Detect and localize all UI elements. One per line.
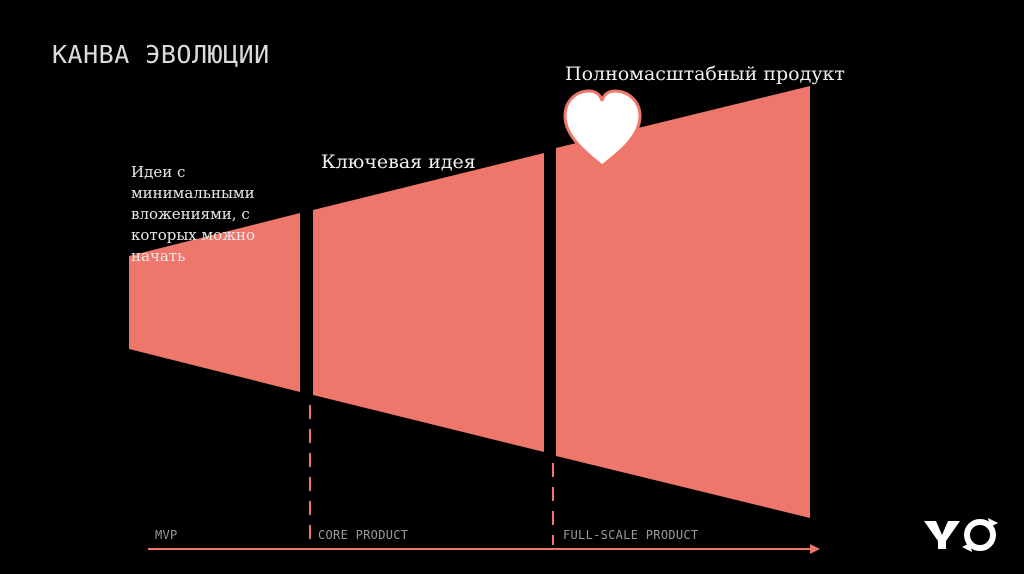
stage-shape-mvp (129, 213, 300, 392)
logo-icon (924, 518, 998, 552)
stage-shape-full (556, 86, 810, 518)
axis-label-full: FULL-SCALE PRODUCT (563, 528, 699, 542)
timeline-arrowhead (810, 544, 820, 554)
stage-label-core: Ключевая идея (321, 151, 476, 173)
stage-shape-core (313, 153, 544, 452)
axis-label-core: CORE PRODUCT (318, 528, 409, 542)
stage-label-mvp: Идеи с минимальными вложениями, с которы… (131, 163, 256, 265)
stage-label-full: Полномасштабный продукт (565, 63, 845, 85)
axis-label-mvp: MVP (155, 528, 178, 542)
heart-icon (563, 89, 642, 168)
page-title: КАНВА ЭВОЛЮЦИИ (52, 40, 270, 69)
